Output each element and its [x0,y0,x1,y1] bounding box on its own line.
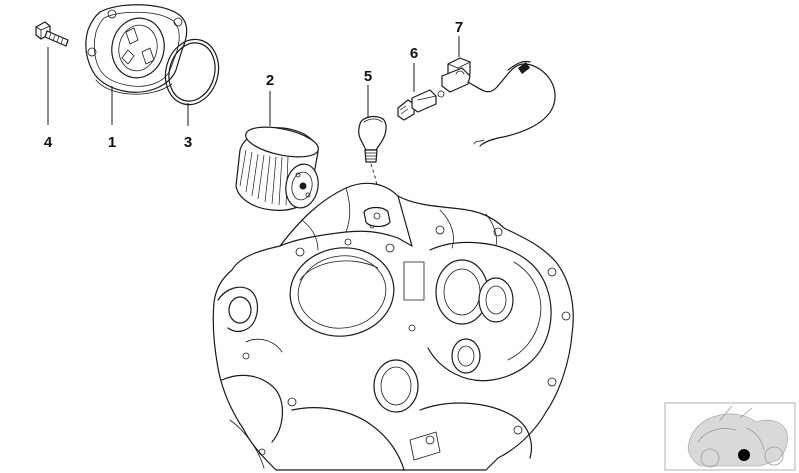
callout-6[interactable]: 6 [410,45,418,62]
o-ring-part-3[interactable] [158,33,225,110]
callout-3[interactable]: 3 [184,134,192,151]
callout-4[interactable]: 4 [44,134,53,151]
callout-7[interactable]: 7 [455,19,463,36]
callout-5[interactable]: 5 [364,68,372,85]
bolt-part-4[interactable] [35,21,69,47]
motorcycle-locator-thumbnail[interactable] [664,402,796,471]
location-marker-icon [738,449,750,461]
pressure-switch-part-6[interactable] [397,89,445,121]
engine-crankcase [212,182,574,471]
sensor-part-7[interactable] [441,57,556,147]
bulb-part-5[interactable] [358,115,387,163]
oil-filter-part-2[interactable] [235,122,322,211]
callout-2[interactable]: 2 [266,72,274,89]
oil-pump-cover-part-1[interactable] [85,4,188,95]
callout-1[interactable]: 1 [108,134,116,151]
